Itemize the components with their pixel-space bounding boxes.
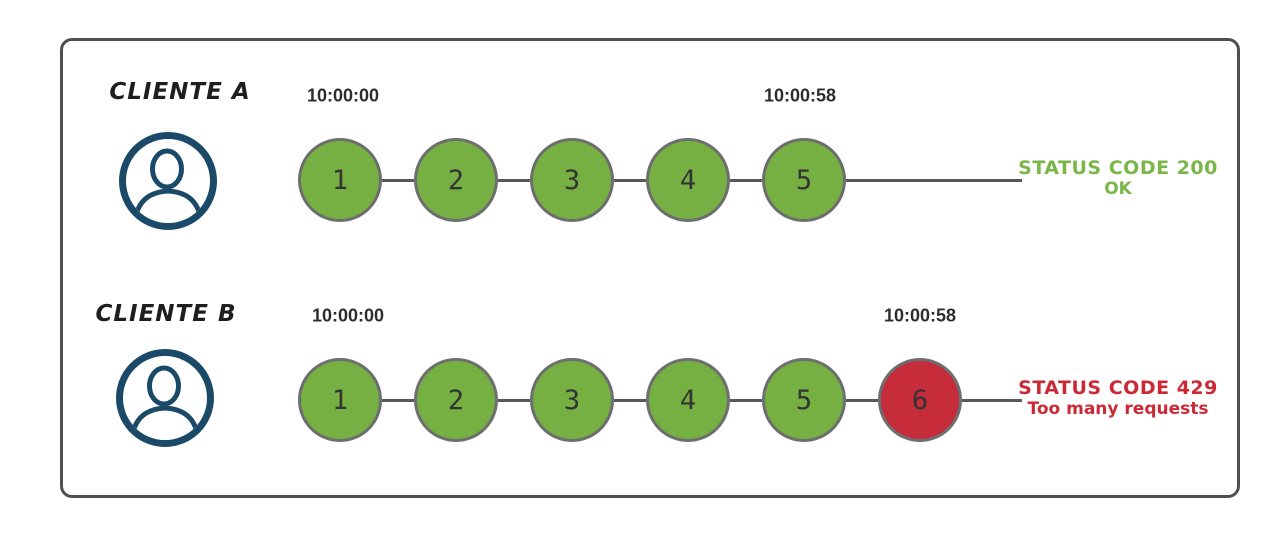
request-circle: 6 bbox=[878, 358, 962, 442]
request-circle: 5 bbox=[762, 138, 846, 222]
trailing-line bbox=[846, 178, 1022, 182]
connector-line bbox=[614, 398, 646, 402]
row-b-request-track: 1 2 3 4 5 6 bbox=[298, 358, 1022, 442]
status-code-text: STATUS CODE 200 bbox=[1018, 157, 1218, 179]
client-b-label: CLIENTE B bbox=[95, 301, 237, 327]
request-circle: 3 bbox=[530, 138, 614, 222]
request-circle: 4 bbox=[646, 358, 730, 442]
request-circle: 1 bbox=[298, 358, 382, 442]
connector-line bbox=[846, 398, 878, 402]
connector-line bbox=[498, 178, 530, 182]
row-a-end-time: 10:00:58 bbox=[763, 85, 837, 106]
row-b-start-time: 10:00:00 bbox=[311, 305, 385, 326]
row-a-start-time: 10:00:00 bbox=[306, 85, 380, 106]
row-b-status: STATUS CODE 429 Too many requests bbox=[1018, 377, 1218, 419]
connector-line bbox=[382, 178, 414, 182]
status-message-text: Too many requests bbox=[1027, 398, 1209, 419]
status-code-text: STATUS CODE 429 bbox=[1018, 377, 1218, 399]
user-avatar-icon bbox=[116, 349, 214, 447]
trailing-line bbox=[962, 398, 1022, 402]
diagram-frame bbox=[60, 38, 1240, 498]
row-a-status: STATUS CODE 200 OK bbox=[1018, 157, 1218, 199]
row-a-request-track: 1 2 3 4 5 bbox=[298, 138, 1022, 222]
request-circle: 4 bbox=[646, 138, 730, 222]
request-circle: 1 bbox=[298, 138, 382, 222]
request-circle: 2 bbox=[414, 358, 498, 442]
connector-line bbox=[730, 178, 762, 182]
connector-line bbox=[614, 178, 646, 182]
connector-line bbox=[498, 398, 530, 402]
row-b-end-time: 10:00:58 bbox=[883, 305, 957, 326]
request-circle: 3 bbox=[530, 358, 614, 442]
request-circle: 5 bbox=[762, 358, 846, 442]
request-circle: 2 bbox=[414, 138, 498, 222]
status-message-text: OK bbox=[1104, 178, 1132, 199]
user-avatar-icon bbox=[119, 132, 217, 230]
connector-line bbox=[382, 398, 414, 402]
connector-line bbox=[730, 398, 762, 402]
client-a-label: CLIENTE A bbox=[109, 79, 251, 105]
